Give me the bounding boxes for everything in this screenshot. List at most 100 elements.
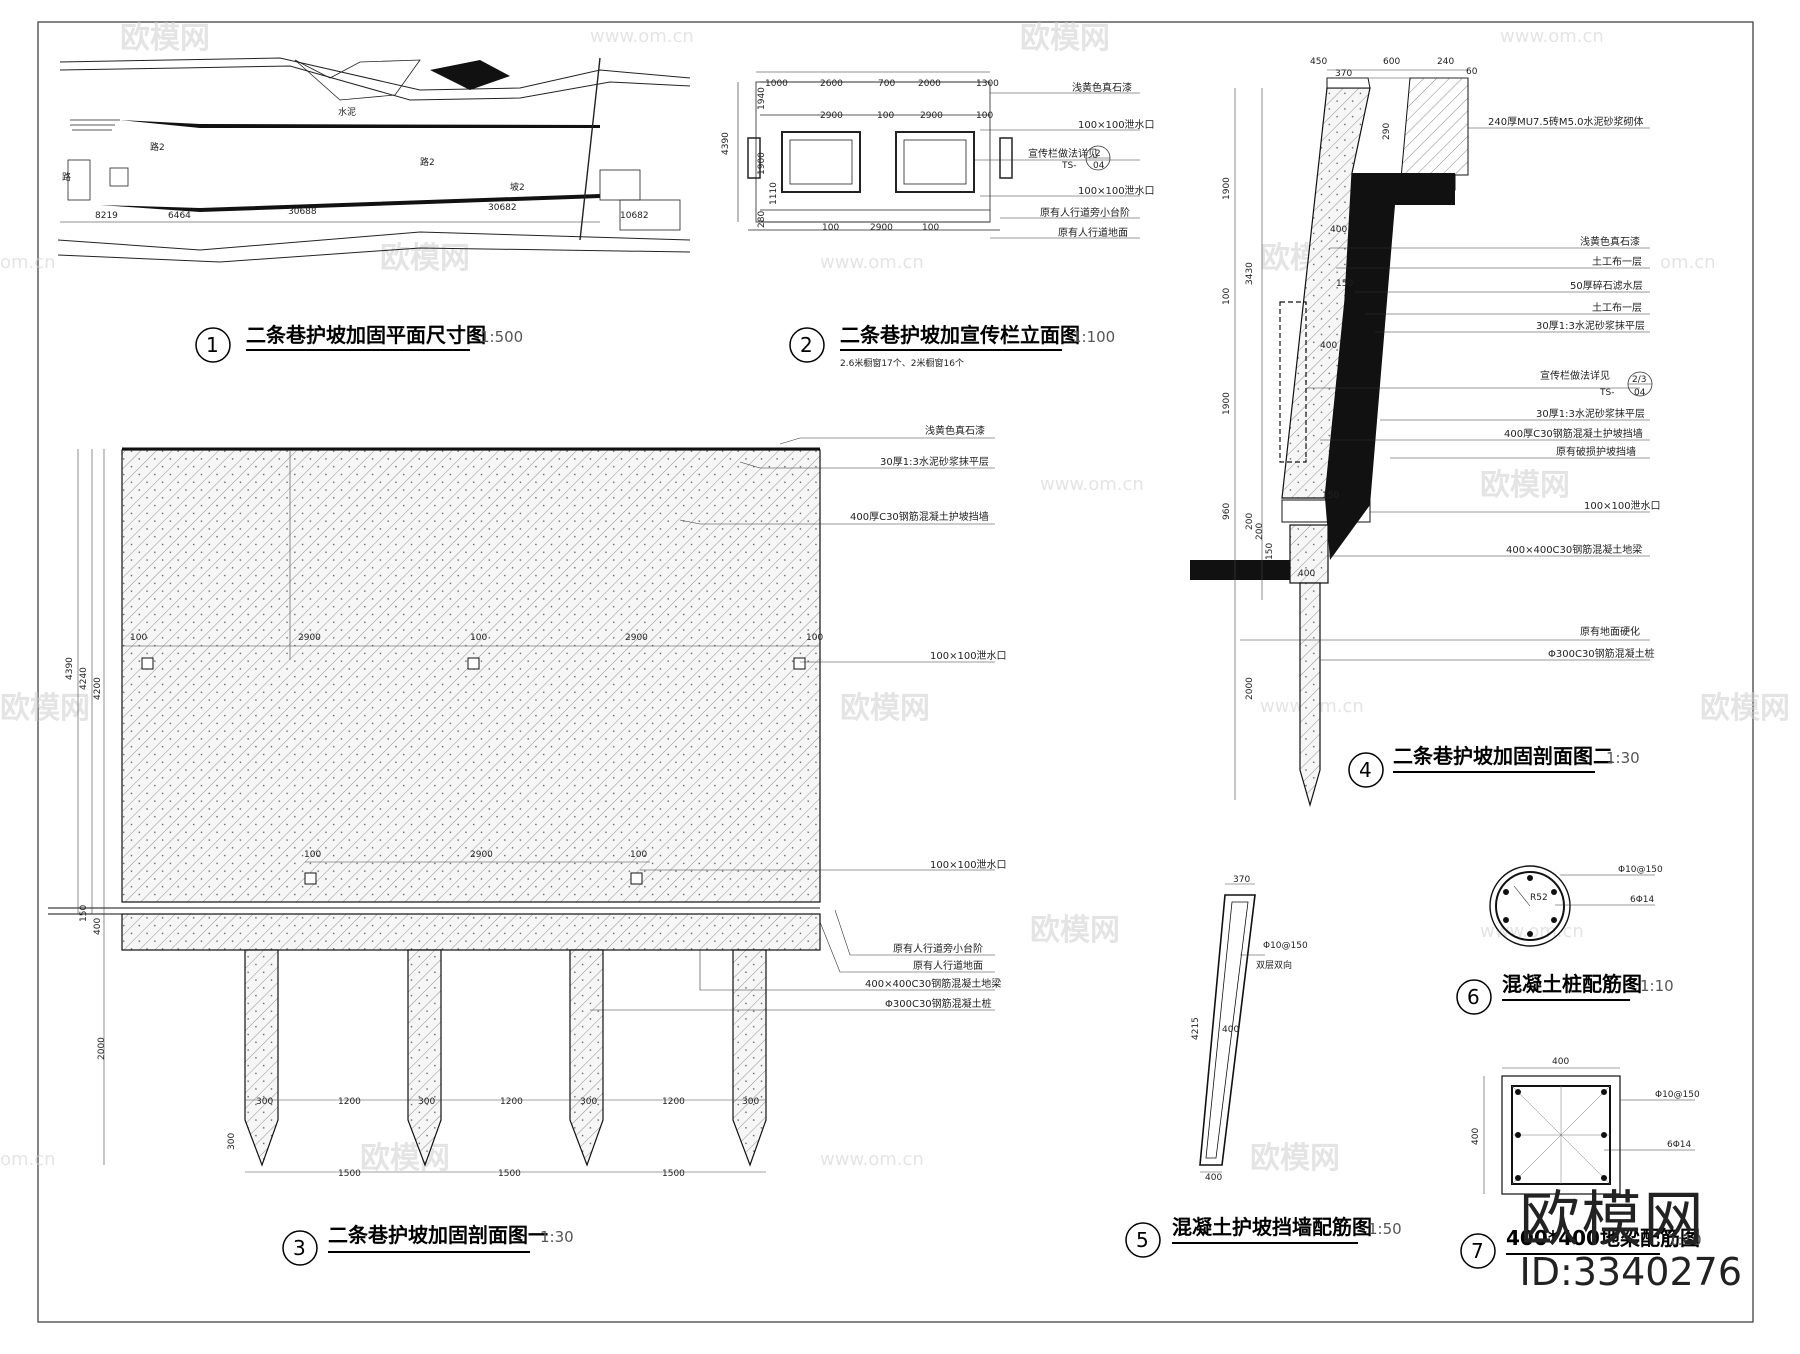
svg-text:双层双向: 双层双向: [1256, 959, 1292, 971]
svg-text:100: 100: [304, 850, 321, 860]
svg-text:3: 3: [293, 1236, 306, 1260]
svg-text:2600: 2600: [820, 79, 843, 89]
svg-text:6Φ14: 6Φ14: [1630, 895, 1655, 905]
svg-text:100: 100: [976, 111, 993, 121]
svg-text:欧模网: 欧模网: [0, 691, 90, 726]
svg-text:TS-: TS-: [1599, 388, 1614, 398]
title-view-5: 5 混凝土护坡挡墙配筋图 1:50: [1125, 1215, 1402, 1258]
svg-text:4390: 4390: [65, 657, 75, 680]
svg-text:100: 100: [130, 633, 147, 643]
svg-text:2/3: 2/3: [1632, 375, 1646, 385]
svg-text:400: 400: [1552, 1057, 1569, 1067]
svg-text:300: 300: [580, 1097, 597, 1107]
svg-text:240: 240: [1437, 57, 1454, 67]
svg-text:6Φ14: 6Φ14: [1667, 1140, 1692, 1150]
svg-text:原有地面硬化: 原有地面硬化: [1580, 625, 1640, 638]
svg-text:R52: R52: [1530, 893, 1548, 903]
svg-text:原有破损护坡挡墙: 原有破损护坡挡墙: [1556, 445, 1636, 458]
svg-text:2900: 2900: [625, 633, 648, 643]
svg-text:04: 04: [1093, 161, 1105, 171]
svg-text:原有人行道旁小台阶: 原有人行道旁小台阶: [1040, 206, 1130, 219]
svg-text:TS-: TS-: [1061, 161, 1076, 171]
svg-text:1110: 1110: [769, 182, 779, 205]
svg-text:30厚1:3水泥砂浆抹平层: 30厚1:3水泥砂浆抹平层: [880, 455, 989, 468]
svg-text:1:10: 1:10: [1668, 1231, 1702, 1249]
svg-text:土工布一层: 土工布一层: [1592, 301, 1642, 314]
svg-text:300: 300: [227, 1133, 237, 1150]
svg-text:100: 100: [630, 850, 647, 860]
svg-text:浅黄色真石漆: 浅黄色真石漆: [1580, 235, 1640, 248]
svg-text:1200: 1200: [338, 1097, 361, 1107]
svg-text:Φ10@150: Φ10@150: [1618, 865, 1663, 875]
svg-text:370: 370: [1233, 875, 1250, 885]
svg-text:宣传栏做法详见: 宣传栏做法详见: [1540, 369, 1610, 382]
svg-text:土工布一层: 土工布一层: [1592, 255, 1642, 268]
section-one-view: 100 2900 100 2900 100 100 2900 100 300 1…: [48, 424, 1007, 1179]
elevation-view: 1000 2600 700 2000 1300 2900 100 2900 10…: [721, 71, 1155, 239]
svg-text:欧模网: 欧模网: [840, 691, 930, 726]
svg-text:2: 2: [1095, 149, 1101, 159]
svg-text:30厚1:3水泥砂浆抹平层: 30厚1:3水泥砂浆抹平层: [1536, 407, 1645, 420]
plan-view: 8219 6464 30688 30682 10682 水泥 路2 路2 坡2 …: [57, 57, 691, 263]
svg-text:欧模网: 欧模网: [1700, 691, 1790, 726]
svg-text:7: 7: [1471, 1239, 1484, 1263]
brand-watermark-badge: 欧模网 ID:3340276: [1519, 1188, 1742, 1292]
svg-text:400*400地梁配筋图: 400*400地梁配筋图: [1506, 1226, 1700, 1250]
svg-text:浅黄色真石漆: 浅黄色真石漆: [925, 424, 985, 437]
svg-text:坡2: 坡2: [510, 181, 525, 193]
svg-text:6: 6: [1467, 985, 1480, 1009]
beam-rebar-view: 400 400 Φ10@150 6Φ14: [1471, 1057, 1700, 1195]
svg-text:宣传栏做法详见: 宣传栏做法详见: [1028, 147, 1098, 160]
svg-text:Φ300C30钢筋混凝土桩: Φ300C30钢筋混凝土桩: [1548, 647, 1655, 660]
svg-text:150: 150: [1322, 491, 1339, 501]
svg-text:2000: 2000: [1245, 677, 1255, 700]
svg-text:Φ10@150: Φ10@150: [1263, 941, 1308, 951]
svg-text:400: 400: [93, 918, 103, 935]
svg-text:1300: 1300: [976, 79, 999, 89]
svg-text:50厚碎石滤水层: 50厚碎石滤水层: [1570, 279, 1643, 292]
title-view-3: 3 二条巷护坡加固剖面图一 1:30: [282, 1223, 574, 1266]
svg-text:欧模网: 欧模网: [120, 21, 210, 56]
svg-text:2900: 2900: [870, 223, 893, 233]
svg-text:700: 700: [878, 79, 895, 89]
svg-text:300: 300: [418, 1097, 435, 1107]
svg-text:www.om.cn: www.om.cn: [820, 252, 924, 273]
svg-text:水泥: 水泥: [338, 106, 356, 118]
svg-text:400: 400: [1298, 569, 1315, 579]
svg-text:4: 4: [1359, 758, 1372, 782]
model-id-text: ID:3340276: [1519, 1250, 1742, 1294]
pile-rebar-view: R52 Φ10@150 6Φ14: [1489, 865, 1663, 947]
svg-text:290: 290: [1382, 123, 1392, 140]
svg-text:5: 5: [1136, 1228, 1149, 1252]
svg-text:6464: 6464: [168, 211, 191, 221]
title-view-1: 1 二条巷护坡加固平面尺寸图 1:500: [195, 323, 523, 363]
svg-text:混凝土护坡挡墙配筋图: 混凝土护坡挡墙配筋图: [1172, 1215, 1372, 1239]
svg-text:100: 100: [470, 633, 487, 643]
svg-text:60: 60: [1466, 67, 1478, 77]
svg-text:30688: 30688: [288, 207, 317, 217]
svg-text:2900: 2900: [298, 633, 321, 643]
svg-text:1900: 1900: [757, 152, 767, 175]
svg-text:1500: 1500: [662, 1169, 685, 1179]
svg-text:欧模网: 欧模网: [1030, 913, 1120, 948]
svg-text:路2: 路2: [150, 141, 165, 153]
svg-text:3430: 3430: [1245, 262, 1255, 285]
svg-text:960: 960: [1222, 503, 1232, 520]
svg-text:原有人行道地面: 原有人行道地面: [1058, 226, 1128, 239]
svg-text:100: 100: [806, 633, 823, 643]
svg-text:370: 370: [1335, 69, 1352, 79]
svg-text:600: 600: [1383, 57, 1400, 67]
svg-text:1500: 1500: [338, 1169, 361, 1179]
title-view-7: 7 400*400地梁配筋图 1:10: [1460, 1226, 1702, 1269]
svg-text:www.om.cn: www.om.cn: [820, 1149, 924, 1170]
svg-text:1200: 1200: [662, 1097, 685, 1107]
svg-text:1900: 1900: [1222, 392, 1232, 415]
svg-text:1:500: 1:500: [480, 328, 523, 346]
svg-text:2000: 2000: [97, 1037, 107, 1060]
svg-text:300: 300: [256, 1097, 273, 1107]
svg-text:4390: 4390: [721, 132, 731, 155]
svg-text:400: 400: [1222, 1025, 1239, 1035]
svg-text:1:100: 1:100: [1072, 328, 1115, 346]
svg-text:4200: 4200: [93, 677, 103, 700]
